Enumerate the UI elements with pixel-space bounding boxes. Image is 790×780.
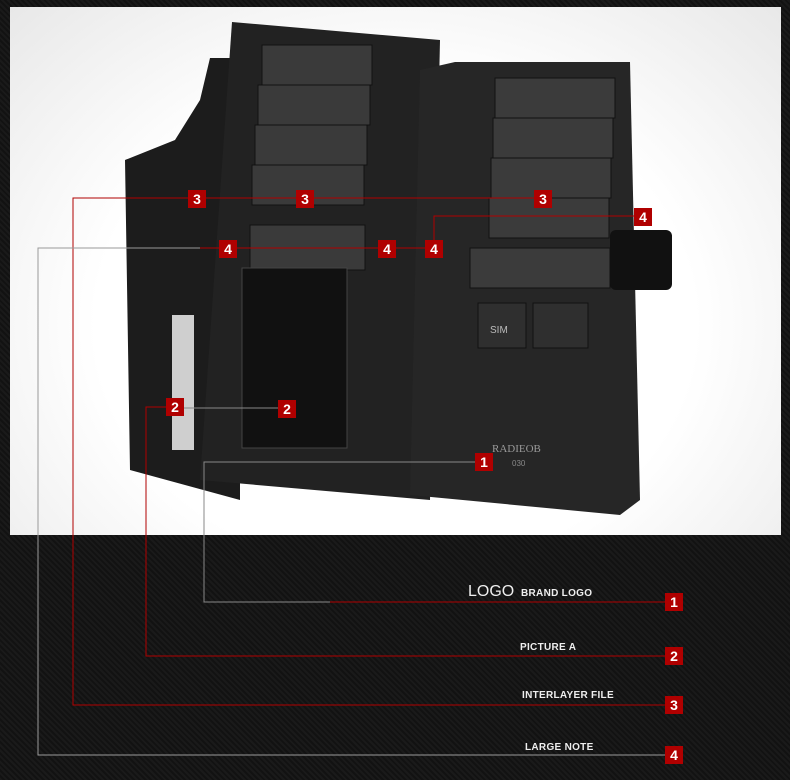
legend-label-large-note: LARGE NOTE [525,742,594,753]
legend-label-interlayer: INTERLAYER FILE [522,690,614,701]
legend-label-brand-logo: BRAND LOGO [521,588,593,599]
badge-large-note: 4 [425,240,443,258]
badge-large-note: 4 [378,240,396,258]
legend-badge-2: 2 [665,647,683,665]
sim-emboss: SIM [490,325,508,336]
legend-badge-3: 3 [665,696,683,714]
badge-brand-logo: 1 [475,453,493,471]
badge-picture: 2 [278,400,296,418]
legend-label-picture: PICTURE A [520,642,577,653]
brand-emboss-sub: 030 [512,459,526,468]
legend-badge-4: 4 [665,746,683,764]
badge-interlayer-file: 3 [534,190,552,208]
badge-interlayer-file: 3 [296,190,314,208]
badge-picture: 2 [166,398,184,416]
badge-large-note: 4 [634,208,652,226]
legend-badge-1: 1 [665,593,683,611]
brand-emboss: RADIEOB [492,443,541,455]
legend-logo-word: LOGO [468,583,515,600]
badge-large-note: 4 [219,240,237,258]
badge-interlayer-file: 3 [188,190,206,208]
